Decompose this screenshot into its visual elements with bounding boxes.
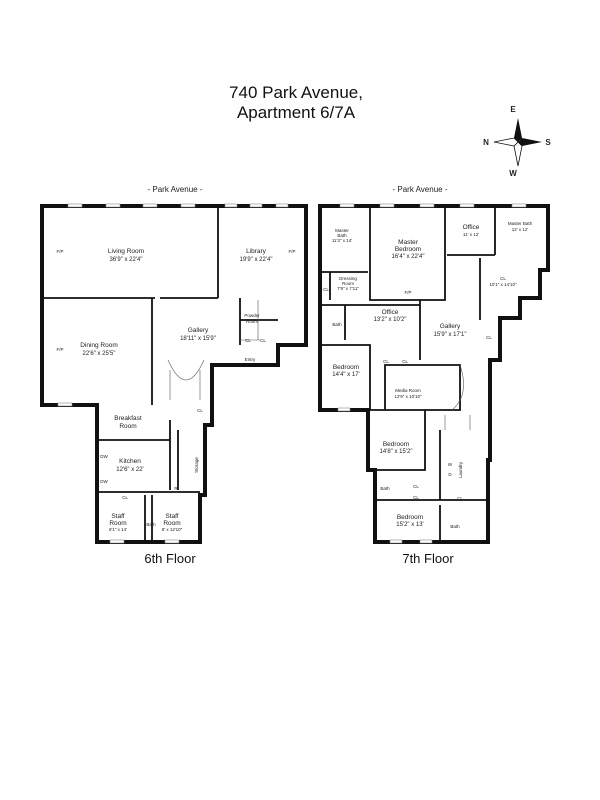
svg-text:12'6" x 22': 12'6" x 22'	[116, 467, 143, 473]
svg-text:D: D	[448, 472, 452, 477]
room-living: Living Room	[108, 248, 144, 255]
room-bath: Bath	[332, 322, 342, 327]
svg-text:22'6" x 25'5": 22'6" x 25'5"	[83, 351, 116, 357]
svg-text:Bath: Bath	[380, 486, 390, 491]
room-dressing: Dressing	[339, 276, 357, 281]
svg-text:14'8" x 15'2": 14'8" x 15'2"	[380, 449, 413, 455]
room-powder: Powder	[244, 313, 260, 318]
svg-text:36'9" x 22'4": 36'9" x 22'4"	[110, 257, 143, 263]
svg-text:11' x 12': 11' x 12'	[463, 232, 479, 237]
room-gallery: Gallery	[440, 323, 461, 330]
svg-text:13'2" x 10'2": 13'2" x 10'2"	[374, 317, 407, 323]
svg-text:Room: Room	[109, 520, 126, 527]
room-closet: CL	[500, 276, 506, 281]
svg-text:CL: CL	[122, 495, 128, 500]
svg-text:Bath: Bath	[337, 233, 347, 238]
compass-s: S	[545, 138, 551, 147]
room-laundry: Laundry	[458, 461, 463, 478]
svg-text:W: W	[448, 462, 453, 467]
svg-text:CL: CL	[260, 338, 266, 343]
room-bedroom-3: Bedroom	[397, 514, 423, 521]
room-breakfast: Breakfast	[114, 415, 142, 422]
compass-e: E	[510, 105, 516, 114]
compass-icon: E N S W	[483, 105, 551, 178]
svg-text:Bedroom: Bedroom	[395, 246, 421, 253]
fireplace-label: F/P	[404, 290, 411, 295]
room-kitchen: Kitchen	[119, 458, 141, 465]
room-library: Library	[246, 248, 267, 255]
room-master-bath: Master	[335, 228, 349, 233]
svg-text:15'9" x 17'1": 15'9" x 17'1"	[434, 332, 467, 338]
room-staff-1: Staff	[111, 513, 124, 520]
svg-text:11'3" x 14': 11'3" x 14'	[332, 238, 352, 243]
svg-text:19'9" x 22'4": 19'9" x 22'4"	[240, 257, 273, 263]
title-line2: Apartment 6/7A	[237, 103, 356, 122]
svg-text:CL: CL	[323, 287, 329, 292]
svg-text:CL: CL	[197, 408, 203, 413]
room-master-bedroom: Master	[398, 239, 419, 246]
floor-label-7: 7th Floor	[402, 551, 454, 566]
room-entry: Entry	[245, 357, 256, 362]
svg-text:Room: Room	[342, 281, 354, 286]
street-label: - Park Avenue -	[148, 185, 203, 194]
svg-text:8'1" x 14': 8'1" x 14'	[109, 527, 127, 532]
room-media: Media Room	[395, 388, 421, 393]
svg-text:R: R	[174, 486, 178, 491]
seventh-floor-plan: - Park Avenue - Master Bath 11'3" x 14' …	[318, 185, 550, 566]
room-office-2: Office	[382, 309, 399, 316]
svg-text:Room: Room	[119, 423, 136, 430]
room-staff-2: Staff	[165, 513, 178, 520]
svg-text:12' x 12': 12' x 12'	[512, 227, 529, 232]
svg-text:18'11" x 15'9": 18'11" x 15'9"	[180, 336, 216, 342]
svg-text:F/P: F/P	[56, 347, 63, 352]
svg-text:F/P: F/P	[288, 249, 295, 254]
svg-text:Room: Room	[246, 319, 258, 324]
compass-n: N	[483, 138, 489, 147]
svg-text:16'4" x 22'4": 16'4" x 22'4"	[392, 254, 425, 260]
svg-text:7'9" x 7'11": 7'9" x 7'11"	[337, 286, 359, 291]
svg-text:CL: CL	[383, 359, 389, 364]
svg-text:Room: Room	[163, 520, 180, 527]
svg-text:DW: DW	[100, 479, 108, 484]
svg-text:CL: CL	[486, 335, 492, 340]
street-label: - Park Avenue -	[393, 185, 448, 194]
sixth-floor-plan: - Park Avenue - Living Room 36'9" x 22'4…	[40, 185, 308, 566]
svg-text:DW: DW	[100, 454, 108, 459]
room-bath: Bath	[146, 522, 156, 527]
room-office: Office	[463, 224, 480, 231]
svg-text:8' x 12'10": 8' x 12'10"	[162, 527, 183, 532]
svg-text:14'4" x 17': 14'4" x 17'	[332, 372, 359, 378]
fireplace-label: F/P	[56, 249, 63, 254]
svg-text:CL: CL	[402, 359, 408, 364]
room-dining: Dining Room	[80, 342, 118, 349]
svg-text:10'1" x 14'10": 10'1" x 14'10"	[489, 282, 517, 287]
svg-text:CL: CL	[413, 495, 419, 500]
svg-text:12'9" x 10'10": 12'9" x 10'10"	[394, 394, 422, 399]
svg-text:CL: CL	[245, 338, 251, 343]
room-master-bath-2: Master Bath	[508, 221, 533, 226]
svg-text:CL: CL	[413, 484, 419, 489]
room-bedroom-2: Bedroom	[383, 441, 409, 448]
floor-label-6: 6th Floor	[144, 551, 196, 566]
svg-text:15'2" x 13': 15'2" x 13'	[396, 522, 423, 528]
compass-w: W	[509, 169, 517, 178]
svg-text:CL: CL	[457, 496, 463, 501]
svg-text:Bath: Bath	[450, 524, 460, 529]
title-line1: 740 Park Avenue,	[229, 83, 363, 102]
room-gallery: Gallery	[188, 327, 209, 334]
room-bedroom-1: Bedroom	[333, 364, 359, 371]
room-storage: Storage	[194, 457, 199, 473]
